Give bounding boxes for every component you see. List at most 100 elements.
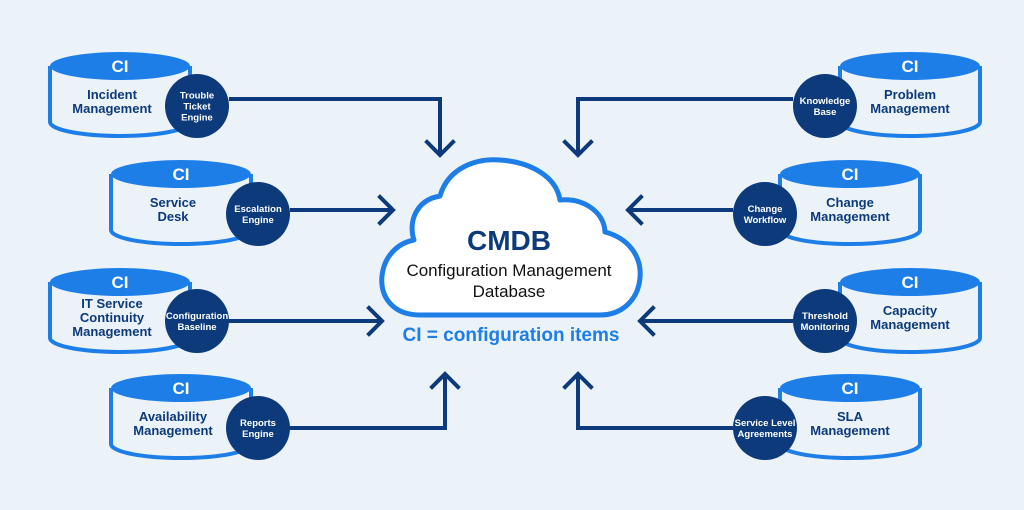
arrow-availability xyxy=(290,371,461,430)
engine-label-line-2: Monitoring xyxy=(800,322,849,333)
engine-label-line-1: Reports xyxy=(240,418,276,429)
process-label-line-2: Management xyxy=(810,209,890,224)
arrow-head-down-icon xyxy=(562,139,594,158)
process-label-line-2: Management xyxy=(810,423,890,438)
process-label-line-2: Management xyxy=(870,101,950,116)
engine-circle xyxy=(165,289,229,353)
arrow-sla xyxy=(562,371,733,430)
engine-circle xyxy=(733,182,797,246)
process-label-line-1: Change xyxy=(826,195,874,210)
cylinder-top xyxy=(840,52,980,80)
engine-label-line-1: Knowledge xyxy=(800,96,851,107)
engine-circle xyxy=(793,289,857,353)
engine-circle xyxy=(226,396,290,460)
arrow-head-up-icon xyxy=(562,371,594,390)
arrow-it-service-continuity xyxy=(229,305,385,337)
process-label-line-2: Management xyxy=(72,101,152,116)
process-label-line-2: Management xyxy=(870,317,950,332)
engine-label-line-1: Configuration xyxy=(166,311,228,322)
arrow-head-left-icon xyxy=(625,194,644,226)
engine-circle xyxy=(733,396,797,460)
cylinder-top xyxy=(780,374,920,402)
engine-label-line-1: Threshold xyxy=(802,311,848,322)
ci-label: CI xyxy=(902,57,919,76)
arrow-head-up-icon xyxy=(429,371,461,390)
cmdb-subtitle-line-1: Configuration Management xyxy=(406,261,611,280)
process-label-line-1: Capacity xyxy=(883,303,938,318)
engine-label-line-2: Engine xyxy=(242,429,274,440)
arrow-head-right-icon xyxy=(377,194,396,226)
engine-label-line-1: Change xyxy=(748,204,783,215)
cylinder-top xyxy=(780,160,920,188)
ci-label: CI xyxy=(112,57,129,76)
cmdb-subtitle-line-2: Database xyxy=(473,282,546,301)
engine-circle xyxy=(165,74,229,138)
arrow-service-desk xyxy=(290,194,396,226)
engine-label-line-1: Trouble xyxy=(180,91,214,102)
arrow-head-down-icon xyxy=(424,139,456,158)
cmdb-title: CMDB xyxy=(467,225,551,256)
cmdb-cloud: CMDB Configuration Management Database xyxy=(379,157,643,318)
process-label-line-1: IT Service xyxy=(81,296,142,311)
cylinder-top xyxy=(50,52,190,80)
process-label-line-3: Management xyxy=(72,324,152,339)
arrow-change xyxy=(625,194,733,226)
connector-line xyxy=(576,97,793,155)
engine-label-line-2: Engine xyxy=(242,215,274,226)
process-label-line-2: Continuity xyxy=(80,310,145,325)
engine-label-line-3: Engine xyxy=(181,113,213,124)
ci-label: CI xyxy=(902,273,919,292)
engine-circle xyxy=(226,182,290,246)
ci-label: CI xyxy=(842,379,859,398)
arrow-capacity xyxy=(637,305,793,337)
cloud-shape xyxy=(379,157,643,318)
engine-label-line-2: Agreements xyxy=(738,429,793,440)
ci-label: CI xyxy=(842,165,859,184)
cylinder-top xyxy=(840,268,980,296)
cylinder-top xyxy=(50,268,190,296)
engine-label-line-2: Ticket xyxy=(183,102,211,113)
process-label-line-1: SLA xyxy=(837,409,864,424)
process-label-line-1: Problem xyxy=(884,87,936,102)
engine-label-line-1: Service Level xyxy=(735,418,796,429)
ci-label: CI xyxy=(173,379,190,398)
engine-label-line-2: Baseline xyxy=(177,322,216,333)
arrow-problem xyxy=(562,97,793,158)
arrows-layer xyxy=(229,97,793,430)
cylinder-top xyxy=(111,160,251,188)
process-label-line-1: Service xyxy=(150,195,196,210)
ci-label: CI xyxy=(112,273,129,292)
engine-label-line-2: Workflow xyxy=(744,215,787,226)
engine-label-line-1: Escalation xyxy=(234,204,282,215)
process-label-line-2: Management xyxy=(133,423,213,438)
connector-line xyxy=(576,374,733,430)
process-label-line-2: Desk xyxy=(157,209,189,224)
engine-circle xyxy=(793,74,857,138)
engine-label-line-2: Base xyxy=(814,107,837,118)
nodes-layer: CIIncidentManagementTroubleTicketEngineC… xyxy=(48,52,982,460)
cylinder-top xyxy=(111,374,251,402)
arrow-head-left-icon xyxy=(637,305,656,337)
connector-line xyxy=(290,374,447,430)
ci-definition-note: CI = configuration items xyxy=(403,325,620,346)
process-label-line-1: Availability xyxy=(139,409,208,424)
arrow-incident xyxy=(229,97,456,158)
ci-label: CI xyxy=(173,165,190,184)
connector-line xyxy=(229,97,442,155)
process-label-line-1: Incident xyxy=(87,87,138,102)
